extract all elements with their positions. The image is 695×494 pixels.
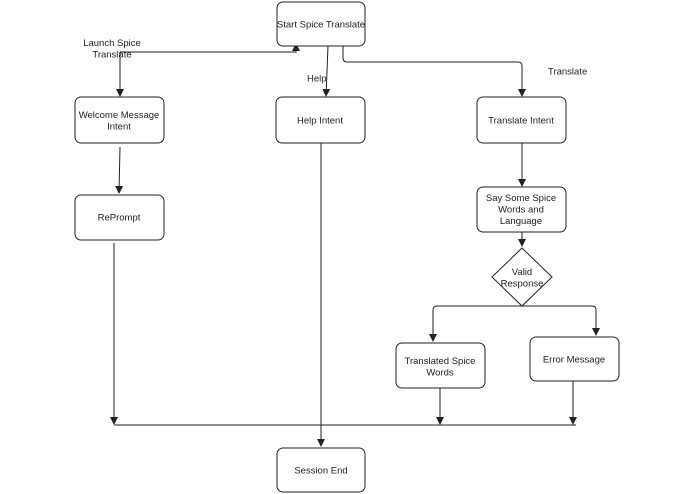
edge-start-to-help bbox=[322, 45, 331, 97]
node-help-label-line-0: Help Intent bbox=[297, 116, 343, 127]
node-start-label-line-0: Start Spice Translate bbox=[277, 20, 365, 31]
edge-label-translate: Translate bbox=[548, 67, 587, 78]
node-help-intent[interactable]: Help Intent bbox=[275, 96, 366, 144]
node-translated-label-line-1: Words bbox=[426, 367, 454, 378]
edge-start-to-launch bbox=[120, 43, 300, 53]
node-reprompt-label: RePrompt bbox=[98, 213, 141, 224]
node-session-end-label: Session End bbox=[294, 466, 347, 477]
node-error-message[interactable]: Error Message bbox=[529, 336, 620, 382]
node-translate-intent[interactable]: Translate Intent bbox=[476, 96, 567, 144]
edge-label-launch-line-0: Launch Spice bbox=[83, 38, 141, 49]
node-error-label: Error Message bbox=[543, 355, 605, 366]
node-translated-label-line-0: Translated Spice bbox=[405, 356, 476, 367]
node-valid-label-line-1: Response bbox=[501, 278, 544, 289]
node-error-label-line-0: Error Message bbox=[543, 355, 605, 366]
edge-label-launch-line-1: Translate bbox=[92, 49, 131, 60]
node-valid-label-line-0: Valid bbox=[512, 267, 532, 278]
node-welcome-label-line-1: Intent bbox=[107, 121, 131, 132]
node-saywords-label-line-2: Language bbox=[500, 216, 542, 227]
node-reprompt-label-line-0: RePrompt bbox=[98, 213, 141, 224]
edge-label-help-line-0: Help bbox=[307, 74, 327, 85]
edge-label-help: Help bbox=[307, 74, 327, 85]
node-translate-label-line-0: Translate Intent bbox=[488, 116, 554, 127]
edge-welcome-to-reprompt bbox=[115, 146, 124, 194]
node-saywords-label-line-1: Words and bbox=[498, 205, 544, 216]
node-start-label: Start Spice Translate bbox=[277, 20, 365, 31]
node-start[interactable]: Start Spice Translate bbox=[276, 1, 366, 47]
node-welcome-label-line-0: Welcome Message bbox=[79, 110, 160, 121]
connectors bbox=[110, 43, 600, 447]
edge-label-translate-line-0: Translate bbox=[548, 67, 587, 78]
node-saywords-label-line-0: Say Some Spice bbox=[486, 193, 556, 204]
edge-valid-to-error bbox=[522, 305, 600, 336]
node-session-end[interactable]: Session End bbox=[276, 447, 366, 493]
edge-start-to-translate bbox=[342, 46, 526, 97]
node-session-end-label-line-0: Session End bbox=[294, 466, 347, 477]
node-help-label: Help Intent bbox=[297, 116, 343, 127]
node-translate-label: Translate Intent bbox=[488, 116, 554, 127]
edge-valid-to-translated bbox=[429, 305, 522, 342]
node-reprompt[interactable]: RePrompt bbox=[74, 194, 165, 241]
